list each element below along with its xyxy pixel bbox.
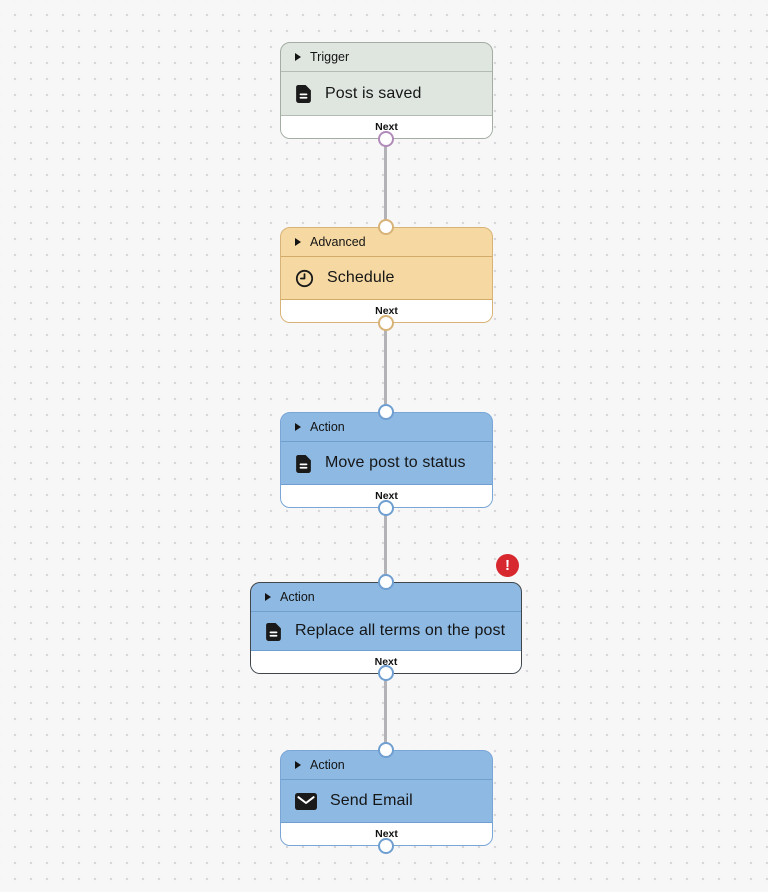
node-category-label: Trigger [310,50,350,64]
node-body[interactable]: Post is saved [281,72,492,115]
input-port[interactable] [378,404,394,420]
node-category-label: Advanced [310,235,366,249]
node-header[interactable]: Trigger [281,43,492,72]
node-category-label: Action [310,758,345,772]
node-category-label: Action [310,420,345,434]
node-title: Post is saved [325,84,422,102]
input-port[interactable] [378,574,394,590]
next-label: Next [375,305,398,317]
node-body[interactable]: Move post to status [281,442,492,484]
output-port[interactable] [378,665,394,681]
collapse-triangle-icon[interactable] [265,593,271,601]
node-title: Schedule [327,269,395,286]
document-icon [295,454,312,473]
output-port[interactable] [378,315,394,331]
node-title: Replace all terms on the post [295,622,506,639]
collapse-triangle-icon[interactable] [295,761,301,769]
output-port[interactable] [378,500,394,516]
error-exclamation: ! [505,557,510,574]
node-footer: Next [251,650,521,673]
workflow-node-trigger[interactable]: Trigger Post is saved Next [280,42,493,139]
input-port[interactable] [378,742,394,758]
next-label: Next [375,490,398,502]
node-footer: Next [281,484,492,507]
next-label: Next [374,656,398,668]
workflow-node-action-send-email[interactable]: Action Send Email Next [280,750,493,846]
document-icon [265,622,282,641]
node-title: Send Email [330,792,413,809]
connection-line [384,508,387,582]
node-header[interactable]: Action [251,583,521,612]
collapse-triangle-icon[interactable] [295,238,301,246]
next-label: Next [375,121,398,133]
input-port[interactable] [378,219,394,235]
node-title: Move post to status [325,454,466,471]
connection-line [384,139,387,227]
node-header[interactable]: Action [281,751,492,780]
collapse-triangle-icon[interactable] [295,423,301,431]
workflow-node-action-replace-terms[interactable]: Action Replace all terms on the post Nex… [250,582,522,674]
node-body[interactable]: Replace all terms on the post [251,612,521,650]
clock-icon [295,269,314,288]
error-badge-icon[interactable]: ! [496,554,519,577]
node-category-label: Action [280,590,315,604]
node-body[interactable]: Schedule [281,257,492,299]
node-footer: Next [281,299,492,322]
node-footer: Next [281,822,492,845]
workflow-node-advanced[interactable]: Advanced Schedule Next [280,227,493,323]
envelope-icon [295,792,317,810]
collapse-triangle-icon[interactable] [295,53,301,61]
output-port[interactable] [378,838,394,854]
workflow-node-action-move-post[interactable]: Action Move post to status Next [280,412,493,508]
node-header[interactable]: Action [281,413,492,442]
connection-line [384,323,387,412]
connection-line [384,673,387,750]
node-body[interactable]: Send Email [281,780,492,822]
document-icon [295,84,312,103]
output-port[interactable] [378,131,394,147]
node-header[interactable]: Advanced [281,228,492,257]
next-label: Next [375,828,398,840]
node-footer: Next [281,115,492,138]
